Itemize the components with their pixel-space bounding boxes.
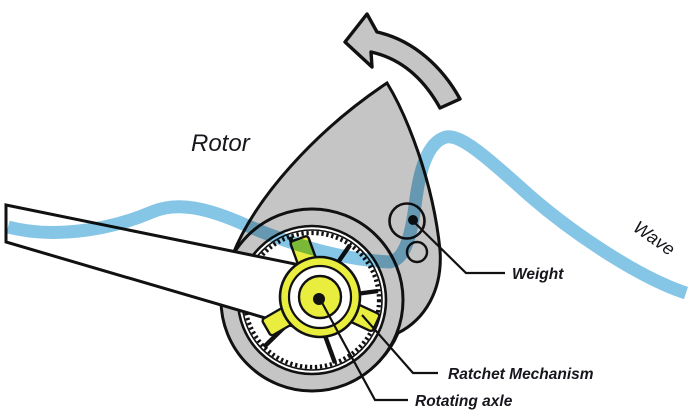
ratchet-leader-line — [361, 314, 438, 375]
wave-line — [6, 130, 689, 300]
weight-leader-line — [412, 220, 505, 275]
rotating-axle-label: Rotating axle — [415, 393, 513, 410]
ratchet-mechanism-hub — [261, 235, 381, 339]
rotation-arrow-icon — [343, 12, 462, 110]
axle-leader-line — [319, 298, 408, 402]
rotor-label: Rotor — [191, 130, 251, 157]
ratchet-mechanism-label: Ratchet Mechanism — [448, 366, 594, 383]
leader-lines — [319, 220, 505, 402]
wave-label: Wave — [630, 217, 679, 260]
weight-label: Weight — [512, 266, 564, 283]
